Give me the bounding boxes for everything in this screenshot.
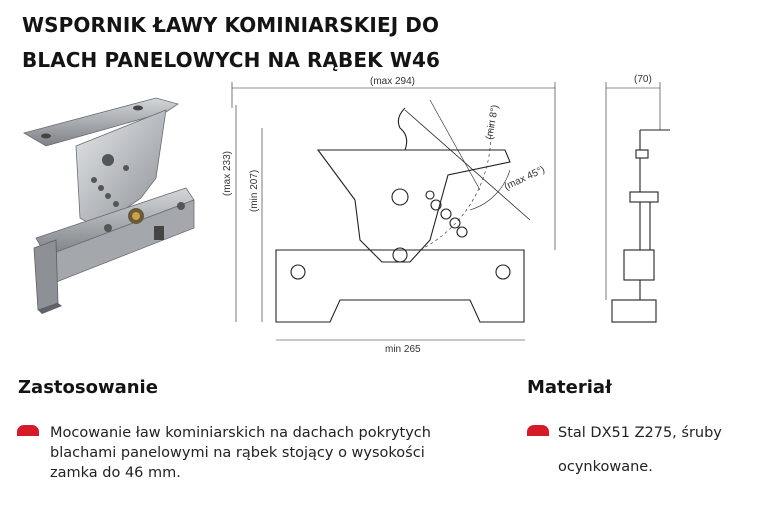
application-line-2: blachami panelowymi na rąbek stojący o w… (50, 445, 425, 461)
application-heading: Zastosowanie (18, 377, 158, 398)
dim-min-width: min 265 (385, 344, 421, 355)
title-line-2: BLACH PANELOWYCH NA RĄBEK W46 (22, 48, 441, 72)
application-bullet (17, 425, 39, 436)
dim-max-height: (max 233) (222, 151, 233, 196)
material-line-2: ocynkowane. (558, 459, 653, 475)
material-line-1: Stal DX51 Z275, śruby (558, 425, 722, 441)
page-title: WSPORNIK ŁAWY KOMINIARSKIEJ DO BLACH PAN… (22, 8, 582, 78)
dim-angle: (max 45°) (503, 164, 547, 192)
application-line-1: Mocowanie ław kominiarskich na dachach p… (50, 425, 431, 441)
material-bullet (527, 425, 549, 436)
dim-depth: (70) (634, 74, 652, 85)
application-text: Mocowanie ław kominiarskich na dachach p… (50, 423, 431, 483)
title-line-1: WSPORNIK ŁAWY KOMINIARSKIEJ DO (22, 13, 440, 37)
product-illustration (22, 97, 195, 314)
material-heading: Materiał (527, 377, 612, 398)
dim-angle-top: (min 8°) (484, 104, 501, 141)
dim-max-width: (max 294) (370, 76, 415, 87)
dim-min-height: (min 207) (249, 170, 260, 212)
application-line-3: zamka do 46 mm. (50, 465, 181, 481)
